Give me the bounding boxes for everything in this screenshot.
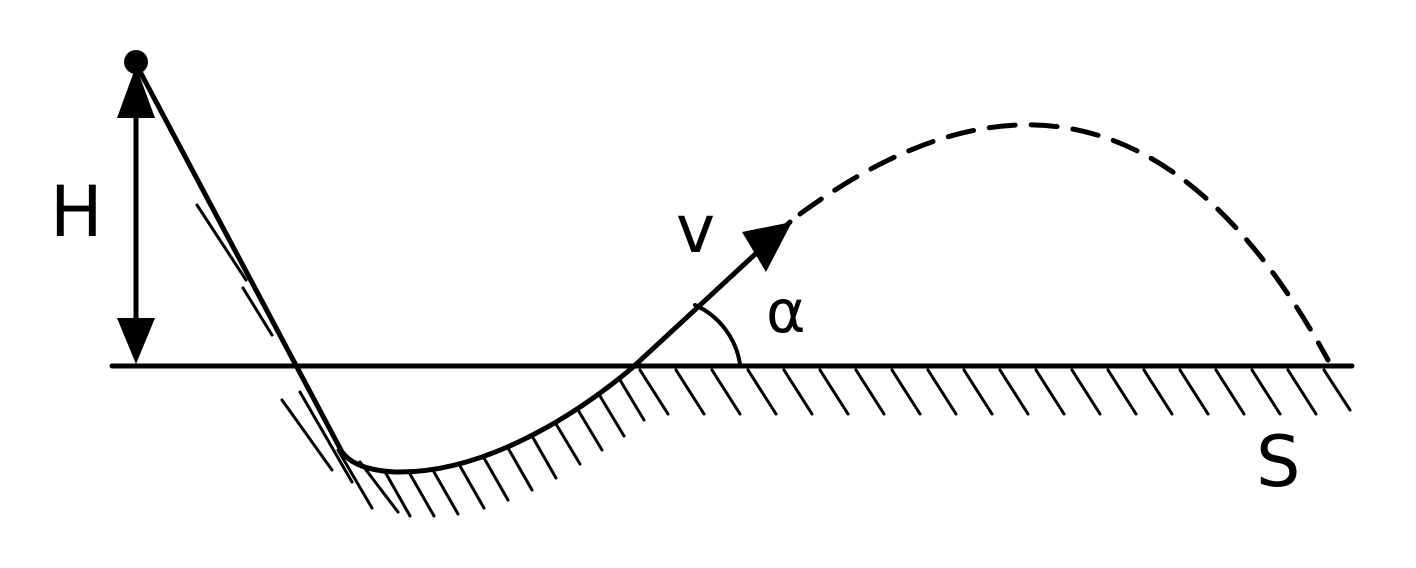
velocity-label: v: [676, 191, 715, 268]
angle-label: α: [766, 277, 806, 347]
angle-arc: [693, 303, 742, 366]
height-arrow-head-up: [117, 66, 155, 118]
height-label: H: [50, 171, 103, 253]
start-point: [124, 50, 148, 74]
ground-hatching: [638, 368, 1352, 416]
velocity-arrow-head: [742, 222, 792, 272]
ramp-hatching: [195, 203, 646, 518]
ramp-curve: [133, 61, 793, 475]
distance-label: S: [1256, 421, 1300, 503]
flight-trajectory: [797, 122, 1331, 363]
height-arrow-head-down: [117, 318, 155, 364]
